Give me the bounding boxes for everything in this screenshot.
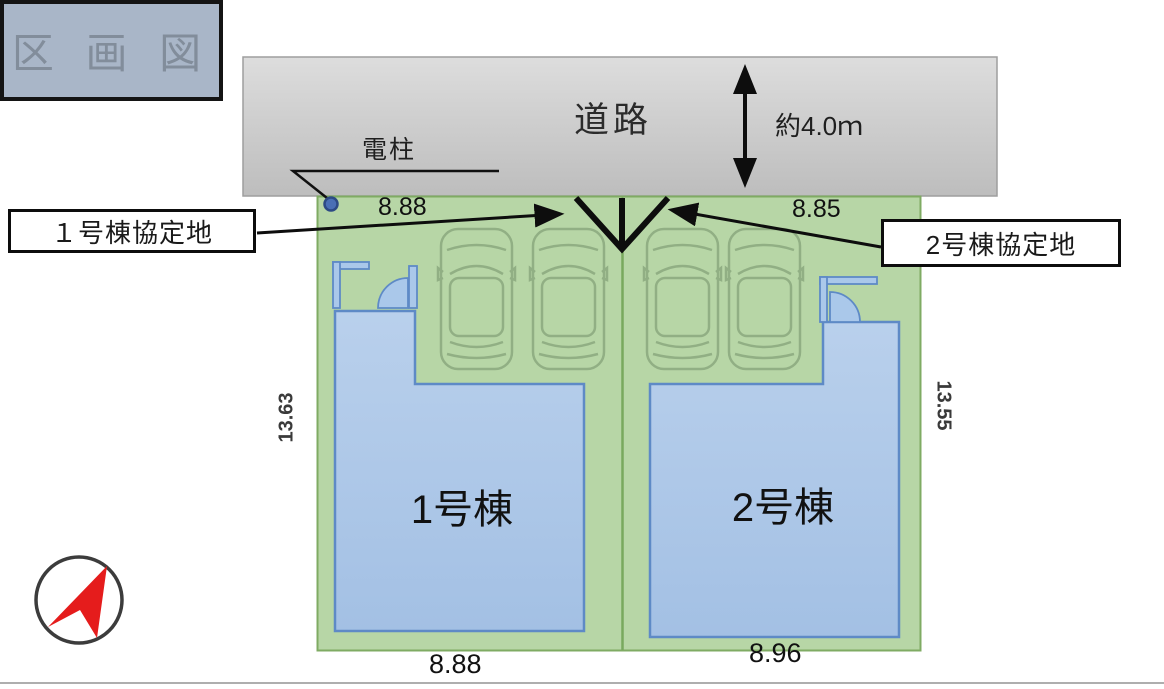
dim-plot2-depth-right: 13.55: [932, 380, 955, 431]
dim-plot1-depth-left: 13.63: [275, 392, 298, 443]
house-2-entrance: [819, 276, 878, 323]
dim-plot1-frontage-top: 8.88: [378, 193, 427, 221]
house-1-label: 1号棟: [410, 488, 514, 532]
callout-plot2-agreement: 2号棟協定地: [881, 219, 1121, 267]
house-1-footprint: [332, 261, 586, 633]
callout-plot1-text: １号棟協定地: [50, 217, 213, 248]
agreement-area-mark: [573, 195, 671, 254]
callout-plot2-text: 2号棟協定地: [925, 229, 1077, 260]
utility-pole-marker: [323, 196, 339, 212]
house-1-entrance: [332, 261, 418, 309]
road-width-label: 約4.0ｍ: [775, 111, 864, 141]
callout-1-leader-arrow: [256, 203, 565, 235]
bottom-divider-line: [0, 682, 1164, 684]
drawing-title: 区 画 図: [11, 30, 212, 77]
utility-pole-label: 電柱: [362, 136, 417, 164]
door-swing-arc: [377, 277, 409, 309]
compass-icon: [34, 555, 124, 645]
utility-pole-leader: [289, 169, 499, 212]
dim-plot2-frontage-bottom: 8.96: [749, 638, 802, 668]
door-swing-arc: [829, 291, 861, 323]
dim-plot1-frontage-bottom: 8.88: [429, 649, 482, 679]
road-strip: [242, 56, 998, 197]
dim-plot2-frontage-top: 8.85: [792, 195, 841, 223]
callout-plot1-agreement: １号棟協定地: [8, 209, 256, 253]
house-2-footprint: [648, 276, 901, 639]
drawing-title-box: 区 画 図: [0, 0, 223, 101]
road-label: 道路: [574, 101, 653, 140]
house-2-label: 2号棟: [731, 486, 835, 530]
callout-2-leader-arrow: [667, 202, 882, 249]
